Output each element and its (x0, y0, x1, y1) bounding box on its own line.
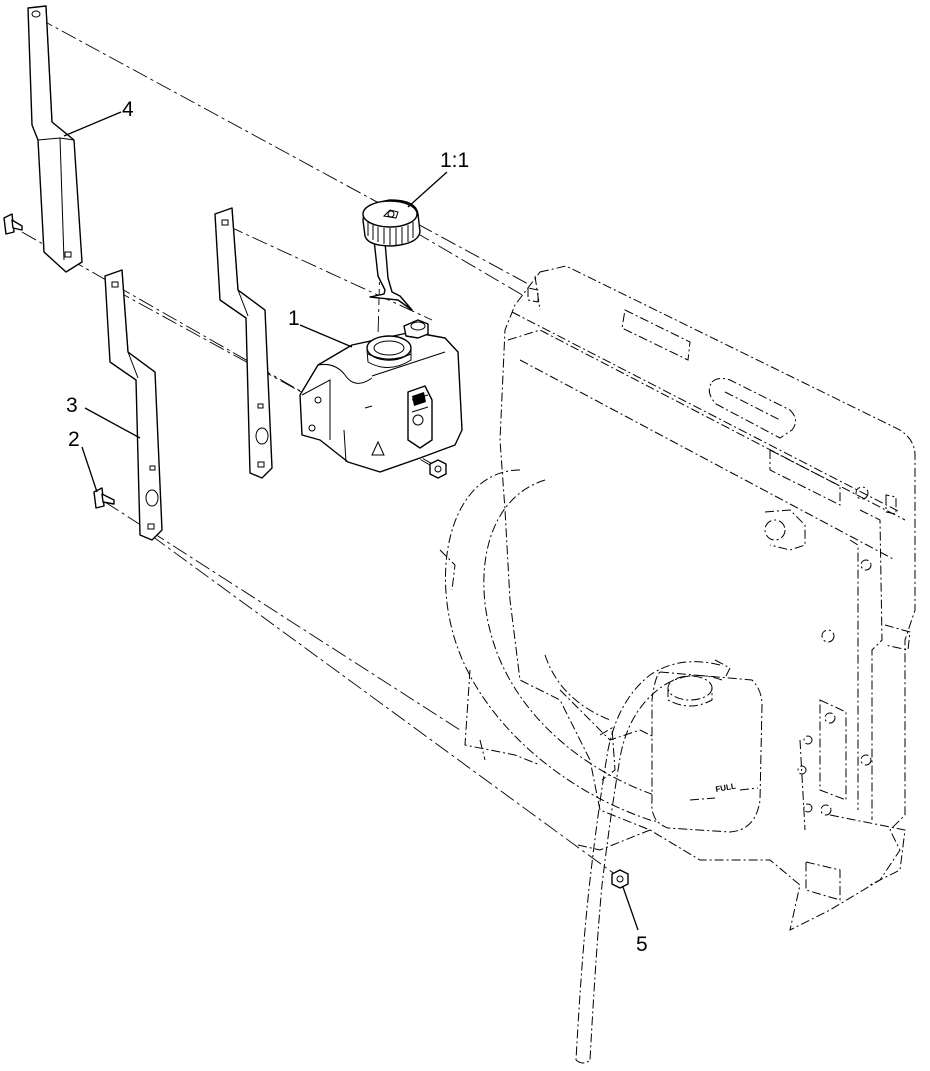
callout-labels: 4 1:1 1 3 2 5 (66, 98, 648, 956)
bolt-upper (3, 213, 23, 235)
installed-reservoir-phantom: FULL (575, 659, 763, 1064)
leader-lines (63, 111, 639, 931)
callout-1: 1 (288, 307, 300, 330)
tank-full-marking: FULL (715, 782, 737, 794)
bolt-lower (93, 487, 115, 509)
callout-4: 4 (122, 98, 134, 121)
reservoir-nut (429, 459, 447, 479)
callout-2: 2 (68, 428, 80, 451)
callout-1-1: 1:1 (440, 149, 469, 172)
tank-bracket-rear (214, 207, 273, 479)
callout-5: 5 (636, 933, 648, 956)
radiator-assembly-phantom (439, 265, 916, 931)
reservoir-cap-dipstick (362, 199, 421, 311)
coolant-reservoir (299, 319, 463, 473)
mounting-strap-upper (27, 5, 83, 273)
tank-bracket-front (104, 269, 163, 541)
flange-nut (611, 869, 629, 889)
callout-3: 3 (66, 394, 78, 417)
